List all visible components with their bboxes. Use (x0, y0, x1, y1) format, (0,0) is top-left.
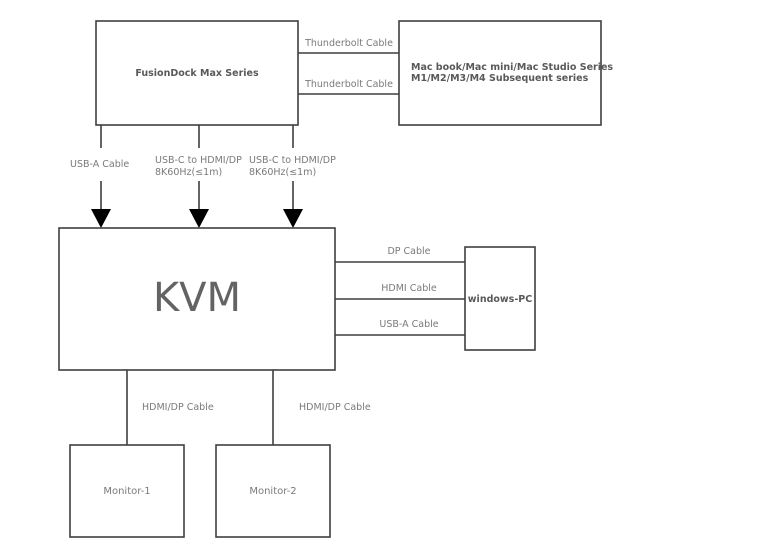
fusiondock-node: FusionDock Max Series (95, 20, 299, 126)
mac-label-line2: M1/M2/M3/M4 Subsequent series (411, 73, 589, 84)
monitor-1-node: Monitor-1 (69, 444, 185, 538)
thunderbolt-cable-1-label: Thunderbolt Cable (304, 38, 393, 49)
video-cable-1-label-line2: 8K60Hz(≤1m) (155, 167, 222, 178)
dp-cable-label: DP Cable (387, 246, 430, 257)
video-cable-2-arrow-icon (283, 209, 303, 228)
mac-box (398, 20, 602, 126)
windows-pc-node: windows-PC (464, 246, 536, 351)
fusiondock-label: FusionDock Max Series (135, 68, 259, 79)
video-cable-2-label-line1: USB-C to HDMI/DP (249, 155, 336, 166)
video-cable-1-arrow-icon (189, 209, 209, 228)
usba-pc-cable-label: USB-A Cable (379, 319, 438, 330)
monitor-2-box (215, 444, 331, 538)
windows-pc-label: windows-PC (468, 294, 532, 305)
mac-node: Mac book/Mac mini/Mac Studio Series M1/M… (398, 20, 613, 126)
monitor-2-node: Monitor-2 (215, 444, 331, 538)
thunderbolt-cable-2-label: Thunderbolt Cable (304, 79, 393, 90)
fusiondock-box (95, 20, 299, 126)
mac-label-line1: Mac book/Mac mini/Mac Studio Series (411, 62, 613, 73)
kvm-box (58, 227, 336, 371)
video-cable-1-label-line1: USB-C to HDMI/DP (155, 155, 242, 166)
monitor-1-label: Monitor-1 (103, 486, 150, 497)
hdmi-cable-label: HDMI Cable (381, 283, 437, 294)
monitor-2-cable-label: HDMI/DP Cable (299, 402, 371, 413)
usba-cable-label: USB-A Cable (70, 159, 129, 170)
monitor-1-cable-label: HDMI/DP Cable (142, 402, 214, 413)
windows-pc-box (464, 246, 536, 351)
kvm-node: KVM (58, 227, 336, 371)
video-cable-2-label-line2: 8K60Hz(≤1m) (249, 167, 316, 178)
monitor-1-box (69, 444, 185, 538)
kvm-label: KVM (153, 275, 241, 321)
usba-arrow-icon (91, 209, 111, 228)
monitor-2-label: Monitor-2 (249, 486, 296, 497)
